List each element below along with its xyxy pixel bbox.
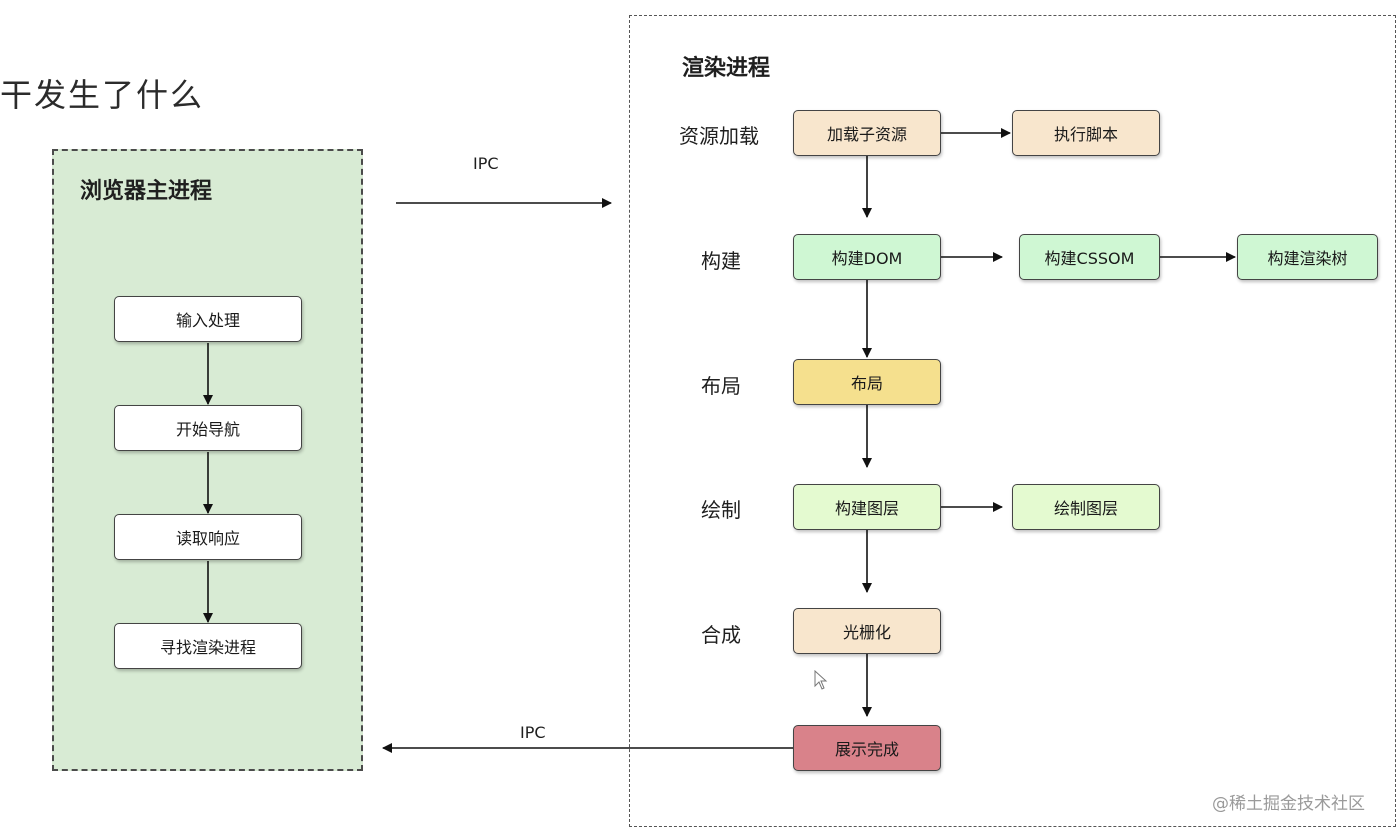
stage-label-layout: 布局 [701, 374, 741, 398]
node-build-dom: 构建DOM [793, 234, 941, 280]
stage-label-paint: 绘制 [701, 498, 741, 522]
ipc-label-bottom: IPC [520, 723, 546, 742]
node-layout: 布局 [793, 359, 941, 405]
node-display-done: 展示完成 [793, 725, 941, 771]
node-build-render-tree: 构建渲染树 [1237, 234, 1378, 280]
node-build-layers: 构建图层 [793, 484, 941, 530]
node-run-scripts: 执行脚本 [1012, 110, 1160, 156]
render-process-title: 渲染进程 [682, 56, 771, 81]
stage-label-resource: 资源加载 [679, 124, 759, 148]
node-build-cssom: 构建CSSOM [1019, 234, 1160, 280]
stage-label-composite: 合成 [701, 623, 741, 647]
ipc-label-top: IPC [473, 154, 499, 173]
step-input-handling: 输入处理 [114, 296, 302, 342]
node-paint-layers: 绘制图层 [1012, 484, 1160, 530]
stage-label-build: 构建 [701, 249, 741, 273]
page-title: 干发生了什么 [0, 76, 205, 114]
step-find-render-process: 寻找渲染进程 [114, 623, 302, 669]
browser-main-process-title: 浏览器主进程 [80, 179, 213, 204]
node-load-subresources: 加载子资源 [793, 110, 941, 156]
watermark: @稀土掘金技术社区 [1212, 794, 1365, 814]
node-rasterize: 光栅化 [793, 608, 941, 654]
browser-main-process-group [52, 149, 363, 771]
step-read-response: 读取响应 [114, 514, 302, 560]
step-start-navigation: 开始导航 [114, 405, 302, 451]
mouse-cursor-icon [814, 670, 828, 690]
